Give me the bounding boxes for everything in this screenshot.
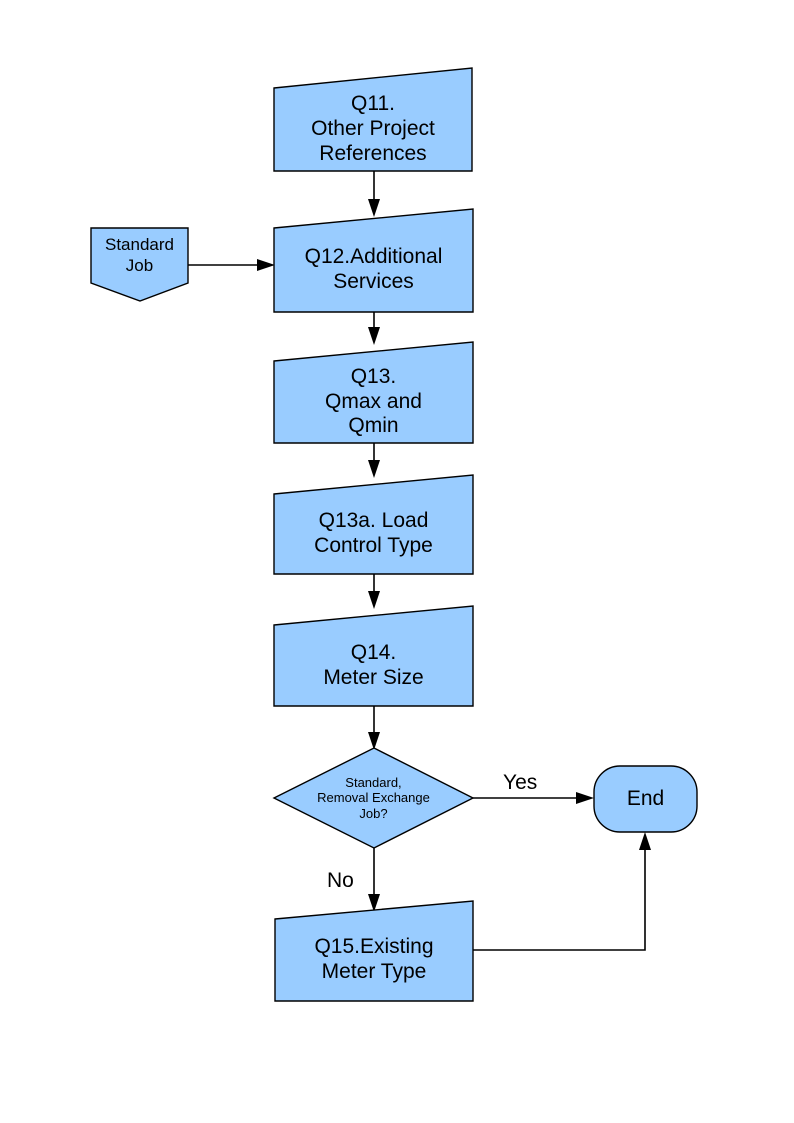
connector-q15-to-end: [473, 832, 651, 951]
node-q13-shape[interactable]: [273, 341, 474, 444]
node-decision-shape[interactable]: [272, 747, 475, 849]
connector-q12-to-q13: [368, 312, 380, 345]
connector-q11-to-q12: [368, 171, 380, 217]
connector-decision-to-q15-no: [368, 848, 380, 912]
connector-q13a-to-q14: [368, 574, 380, 609]
connector-standard-job-to-q12: [188, 259, 275, 271]
node-q13a-shape[interactable]: [273, 474, 474, 575]
connector-q14-to-decision: [368, 706, 380, 750]
connector-decision-to-end-yes: [473, 792, 594, 804]
node-end-shape[interactable]: [593, 765, 698, 833]
node-q15-shape[interactable]: [274, 900, 474, 1002]
node-q14-shape[interactable]: [273, 605, 474, 707]
connector-q13-to-q13a: [368, 443, 380, 478]
node-q12-shape[interactable]: [273, 208, 474, 313]
node-q11-shape[interactable]: [273, 67, 473, 172]
node-standard-job-shape[interactable]: [90, 227, 189, 302]
